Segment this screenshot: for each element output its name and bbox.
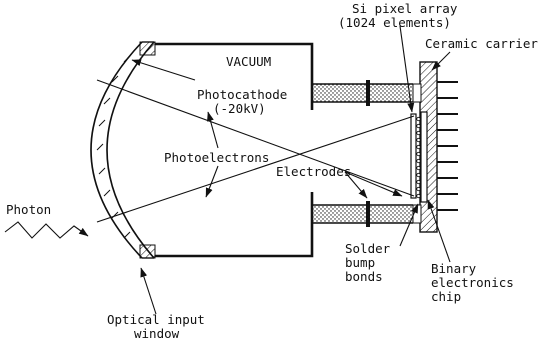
solder-label-2: bump	[345, 255, 375, 270]
photocathode-voltage-label: (-20kV)	[213, 101, 266, 116]
connector-pins	[437, 81, 458, 211]
optical-input-window	[90, 41, 156, 259]
upper-tube	[312, 83, 413, 103]
vacuum-label: VACUUM	[226, 54, 271, 69]
lower-tube	[312, 204, 413, 224]
photon-label: Photon	[6, 202, 51, 217]
photoelectron-paths	[96, 79, 415, 223]
optical-window-label-2: window	[134, 326, 180, 341]
binary-chip-label-3: chip	[431, 289, 461, 304]
electrodes-label: Electrodes	[276, 164, 351, 179]
binary-chip-label: Binary	[431, 261, 477, 276]
solder-label-3: bonds	[345, 269, 383, 284]
electronics-chip	[420, 111, 428, 203]
binary-chip-label-2: electronics	[431, 275, 514, 290]
ceramic-carrier-label: Ceramic carrier	[425, 36, 538, 51]
si-array-count-label: (1024 elements)	[338, 15, 451, 30]
photoelectrons-label: Photoelectrons	[164, 150, 269, 165]
optical-window-label: Optical input	[107, 312, 205, 327]
annotation-arrows	[4, 25, 451, 315]
solder-bump-bonds	[416, 116, 421, 199]
si-array-label: Si pixel array	[352, 1, 458, 16]
photocathode-label: Photocathode	[197, 87, 287, 102]
si-pixel-array	[410, 113, 417, 199]
solder-label: Solder	[345, 241, 391, 256]
